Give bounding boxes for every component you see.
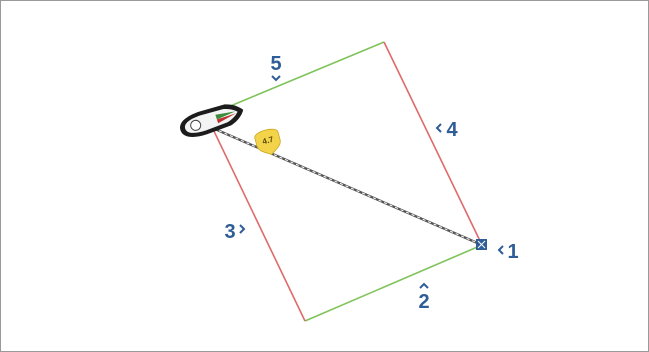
leg-line-bottom bbox=[304, 244, 483, 322]
speed-badge-text: 4.7 bbox=[261, 135, 275, 147]
boat-icon[interactable] bbox=[177, 98, 247, 141]
leg-label-4: 4 bbox=[446, 119, 458, 141]
leg-label-2: 2 bbox=[418, 291, 429, 313]
leg-label-3: 3 bbox=[224, 221, 235, 243]
leg-label-1: 1 bbox=[507, 241, 518, 263]
waypoint-marker-icon[interactable] bbox=[476, 239, 487, 250]
chevron-right-icon bbox=[239, 224, 246, 234]
chevron-up-icon bbox=[419, 282, 429, 289]
leg-line-top bbox=[227, 41, 385, 108]
leg-line-right bbox=[383, 41, 483, 246]
course-line-dashes bbox=[207, 125, 483, 246]
chevron-left-icon bbox=[497, 245, 504, 255]
leg-label-5: 5 bbox=[270, 53, 281, 75]
leg-line-left bbox=[211, 126, 306, 322]
speed-badge-icon: 4.7 bbox=[254, 128, 281, 156]
chevron-left-icon bbox=[435, 123, 442, 133]
chevron-down-icon bbox=[271, 75, 281, 82]
